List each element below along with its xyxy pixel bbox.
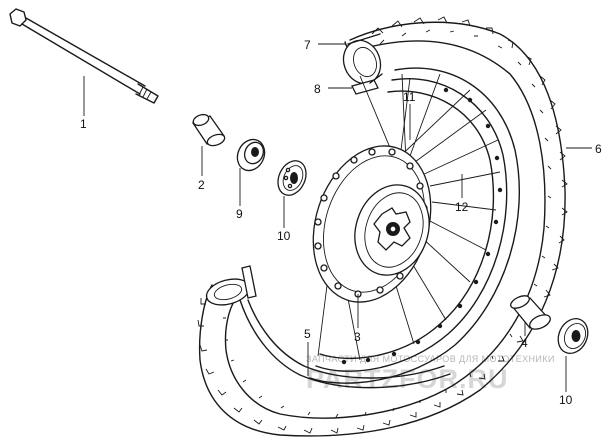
leader-lines: [83, 43, 592, 392]
watermark-tagline: ЗАПЧАСТИ ДЛЯ МОТОССУАРОВ ДЛЯ МОТОТЕХНИКИ: [306, 354, 555, 364]
rim-band-part-7: [342, 33, 382, 85]
callout-labels: 1 2 9 10 3 11 12 7 8 6 5 4 10: [80, 38, 602, 407]
callout-8: 8: [314, 82, 321, 96]
bearing-part-10-left: [277, 160, 307, 196]
callout-1: 1: [80, 117, 87, 131]
callout-9: 9: [236, 207, 243, 221]
tire-part-6: [197, 16, 568, 437]
callout-10-left: 10: [277, 229, 291, 243]
watermark-brand: PARTZFOR.RU: [306, 364, 508, 394]
hub-part-3: [312, 145, 432, 303]
callout-5: 5: [304, 327, 311, 341]
tube-part-5: [239, 265, 451, 389]
spacer-part-2: [192, 113, 226, 147]
callout-6: 6: [595, 142, 602, 156]
callout-3: 3: [354, 330, 361, 344]
callout-7: 7: [304, 38, 311, 52]
axle-part-1: [9, 8, 159, 104]
seal-part-9: [236, 138, 266, 172]
callout-4: 4: [521, 336, 528, 350]
bearing-part-10-right: [557, 317, 589, 355]
callout-12: 12: [455, 200, 469, 214]
callout-11: 11: [403, 90, 416, 104]
callout-10-right: 10: [559, 393, 573, 407]
spacer-part-4: [510, 295, 551, 330]
callout-2: 2: [198, 178, 205, 192]
